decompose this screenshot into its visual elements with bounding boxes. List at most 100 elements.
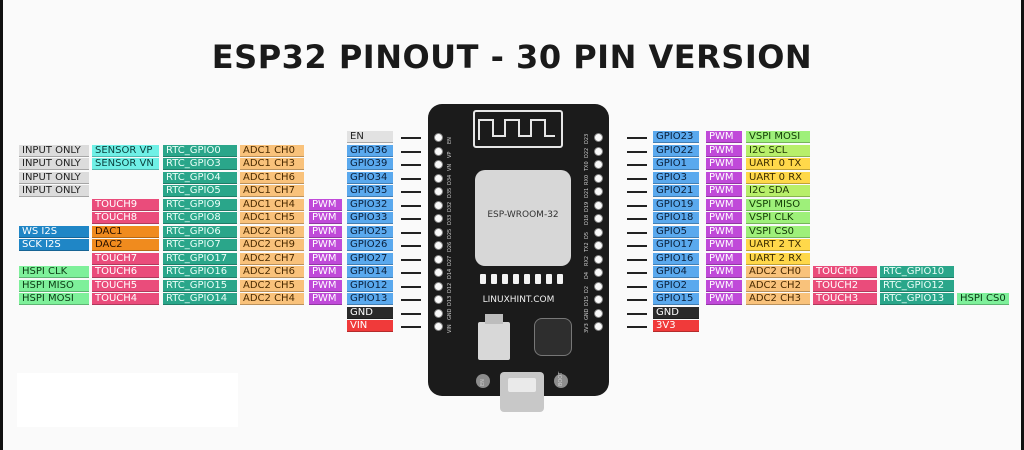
- pin-gpio22: GPIO22: [653, 144, 699, 157]
- silk-vp: VP: [447, 151, 453, 158]
- pin-gpio21: GPIO21: [653, 185, 699, 197]
- header-hole: [594, 200, 603, 210]
- pin-lead: [401, 191, 421, 193]
- pin-vin: VIN: [347, 320, 393, 332]
- label-pwm: PWM: [706, 144, 742, 157]
- label-vspi-mosi: VSPI MOSI: [746, 131, 810, 143]
- module-pin: [480, 274, 486, 284]
- antenna-trace-icon: [478, 119, 555, 140]
- label-pwm: PWM: [706, 198, 742, 211]
- pin-3v3: 3V3: [653, 320, 699, 332]
- pin-lead: [627, 245, 647, 247]
- pin-lead: [401, 150, 421, 153]
- silk-vin: VIN: [447, 324, 453, 333]
- silk-d25: D25: [447, 228, 453, 239]
- header-hole: [434, 295, 443, 304]
- boot-button[interactable]: [554, 374, 568, 388]
- label-touch4: TOUCH4: [92, 293, 159, 305]
- header-hole: [594, 214, 603, 223]
- blank-panel: [17, 373, 238, 427]
- pin-lead: [401, 137, 421, 139]
- label-pwm: PWM: [309, 198, 342, 211]
- header-hole: [594, 133, 603, 142]
- label-adc1-ch3: ADC1 CH3: [240, 158, 304, 170]
- module-pin: [524, 274, 530, 284]
- pin-gpio12: GPIO12: [347, 279, 393, 292]
- header-hole: [434, 254, 443, 264]
- label-pwm: PWM: [706, 171, 742, 184]
- en-button[interactable]: [476, 374, 490, 388]
- silk-d13: D13: [447, 295, 453, 306]
- header-hole: [594, 146, 603, 156]
- header-hole: [594, 160, 603, 169]
- diagram-title: ESP32 PINOUT - 30 PIN VERSION: [211, 38, 813, 76]
- module-pin: [557, 274, 563, 284]
- header-hole: [434, 187, 443, 196]
- label-pwm: PWM: [706, 266, 742, 278]
- label-adc1-ch5: ADC1 CH5: [240, 212, 304, 224]
- header-hole: [434, 281, 443, 291]
- silk-rx0: RX0: [584, 174, 590, 185]
- label-pwm: PWM: [706, 158, 742, 170]
- pin-gpio1: GPIO1: [653, 158, 699, 170]
- label-rtc-gpio13: RTC_GPIO13: [880, 293, 954, 305]
- pin-lead: [627, 218, 647, 220]
- label-adc1-ch0: ADC1 CH0: [240, 144, 304, 157]
- label-pwm: PWM: [706, 279, 742, 292]
- pin-lead: [401, 218, 421, 220]
- header-hole: [434, 146, 443, 156]
- pin-gpio15: GPIO15: [653, 293, 699, 305]
- label-adc2-ch4: ADC2 CH4: [240, 293, 304, 305]
- header-hole: [594, 254, 603, 264]
- label-rtc-gpio9: RTC_GPIO9: [163, 198, 237, 211]
- label-adc1-ch6: ADC1 CH6: [240, 171, 304, 184]
- header-hole: [434, 308, 443, 318]
- label-hspi-miso: HSPI MISO: [19, 279, 89, 292]
- label-rtc-gpio6: RTC_GPIO6: [163, 225, 237, 238]
- label-uart-2-rx: UART 2 RX: [746, 252, 810, 265]
- header-hole: [434, 241, 443, 250]
- pin-lead: [627, 164, 647, 166]
- pin-gpio26: GPIO26: [347, 239, 393, 251]
- label-uart-0-rx: UART 0 RX: [746, 171, 810, 184]
- pin-gpio39: GPIO39: [347, 158, 393, 170]
- label-adc2-ch9: ADC2 CH9: [240, 239, 304, 251]
- silk-d2: D2: [584, 285, 590, 293]
- label-dac2: DAC2: [92, 239, 159, 251]
- pin-lead: [627, 299, 647, 301]
- label-adc2-ch8: ADC2 CH8: [240, 225, 304, 238]
- wroom-module: ESP-WROOM-32: [475, 170, 571, 266]
- label-hspi-clk: HSPI CLK: [19, 266, 89, 278]
- label-adc2-ch3: ADC2 CH3: [746, 293, 810, 305]
- pin-lead: [627, 326, 647, 328]
- label-sck-i2s: SCK I2S: [19, 239, 89, 251]
- label-uart-0-tx: UART 0 TX: [746, 158, 810, 170]
- label-dac1: DAC1: [92, 225, 159, 238]
- silk-d23: D23: [584, 133, 590, 144]
- label-pwm: PWM: [706, 131, 742, 143]
- silk-d33: D33: [447, 214, 453, 225]
- pin-gpio2: GPIO2: [653, 279, 699, 292]
- label-pwm: PWM: [309, 279, 342, 292]
- label-adc1-ch4: ADC1 CH4: [240, 198, 304, 211]
- label-touch2: TOUCH2: [813, 279, 877, 292]
- pin-lead: [401, 177, 421, 180]
- label-pwm: PWM: [309, 239, 342, 251]
- label-adc1-ch7: ADC1 CH7: [240, 185, 304, 197]
- silk-tx2: TX2: [584, 242, 590, 252]
- label-input-only: INPUT ONLY: [19, 144, 89, 157]
- header-hole: [594, 322, 603, 331]
- pin-gpio27: GPIO27: [347, 252, 393, 265]
- silk-3v3: 3V3: [584, 323, 590, 333]
- label-pwm: PWM: [706, 293, 742, 305]
- silk-d19: D19: [584, 201, 590, 212]
- pin-lead: [627, 272, 647, 274]
- pin-gpio36: GPIO36: [347, 144, 393, 157]
- label-rtc-gpio14: RTC_GPIO14: [163, 293, 237, 305]
- label-rtc-gpio15: RTC_GPIO15: [163, 279, 237, 292]
- silk-d5: D5: [584, 231, 590, 239]
- module-pin: [502, 274, 508, 284]
- label-adc2-ch6: ADC2 CH6: [240, 266, 304, 278]
- header-hole: [434, 322, 443, 331]
- label-vspi-clk: VSPI CLK: [746, 212, 810, 224]
